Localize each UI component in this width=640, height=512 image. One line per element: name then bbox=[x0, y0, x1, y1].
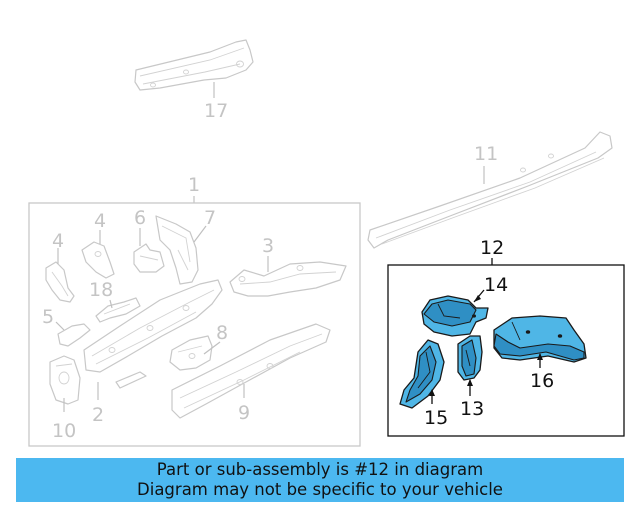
part-13 bbox=[457, 335, 483, 381]
callout-12: 12 bbox=[480, 237, 504, 259]
callout-9: 9 bbox=[238, 402, 250, 424]
part-5 bbox=[57, 323, 91, 347]
part-2-side-member bbox=[83, 279, 223, 373]
callout-18: 18 bbox=[89, 279, 113, 301]
part-9-lower-member bbox=[171, 323, 331, 419]
part-16 bbox=[493, 315, 587, 363]
callout-8: 8 bbox=[216, 322, 228, 344]
callout-7: 7 bbox=[204, 207, 216, 229]
callout-6: 6 bbox=[134, 207, 146, 229]
callout-1: 1 bbox=[188, 174, 200, 196]
part-4-right bbox=[81, 241, 115, 279]
part-11-sill-rail bbox=[367, 131, 613, 249]
callout-17: 17 bbox=[204, 100, 228, 122]
banner-line-1: Part or sub-assembly is #12 in diagram bbox=[156, 460, 484, 479]
banner-line-2: Diagram may not be specific to your vehi… bbox=[137, 480, 503, 499]
small-bracket bbox=[115, 371, 147, 389]
callout-2: 2 bbox=[92, 404, 104, 426]
callout-16: 16 bbox=[530, 370, 554, 392]
part-17-upper-rail bbox=[134, 39, 254, 91]
part-14 bbox=[421, 295, 489, 337]
part-6 bbox=[133, 243, 165, 273]
parts-diagram: 17 11 1 4 4 6 7 bbox=[28, 39, 625, 447]
part-4-left bbox=[45, 261, 75, 303]
callout-15: 15 bbox=[424, 407, 448, 429]
part-7 bbox=[155, 215, 199, 285]
group-box-12 bbox=[387, 264, 625, 437]
part-15 bbox=[399, 339, 445, 409]
callout-11: 11 bbox=[474, 143, 498, 165]
part-18 bbox=[95, 297, 141, 323]
part-3 bbox=[229, 261, 347, 297]
callout-5: 5 bbox=[42, 306, 54, 328]
callout-14: 14 bbox=[484, 274, 508, 296]
info-banner: Part or sub-assembly is #12 in diagram D… bbox=[16, 458, 624, 502]
part-8 bbox=[169, 335, 213, 371]
callout-13: 13 bbox=[460, 398, 484, 420]
callout-4-left: 4 bbox=[52, 230, 64, 252]
callout-4-right: 4 bbox=[94, 210, 106, 232]
part-10 bbox=[49, 355, 81, 405]
group-box-1 bbox=[28, 202, 361, 447]
callout-3: 3 bbox=[262, 235, 274, 257]
callout-10: 10 bbox=[52, 420, 76, 442]
